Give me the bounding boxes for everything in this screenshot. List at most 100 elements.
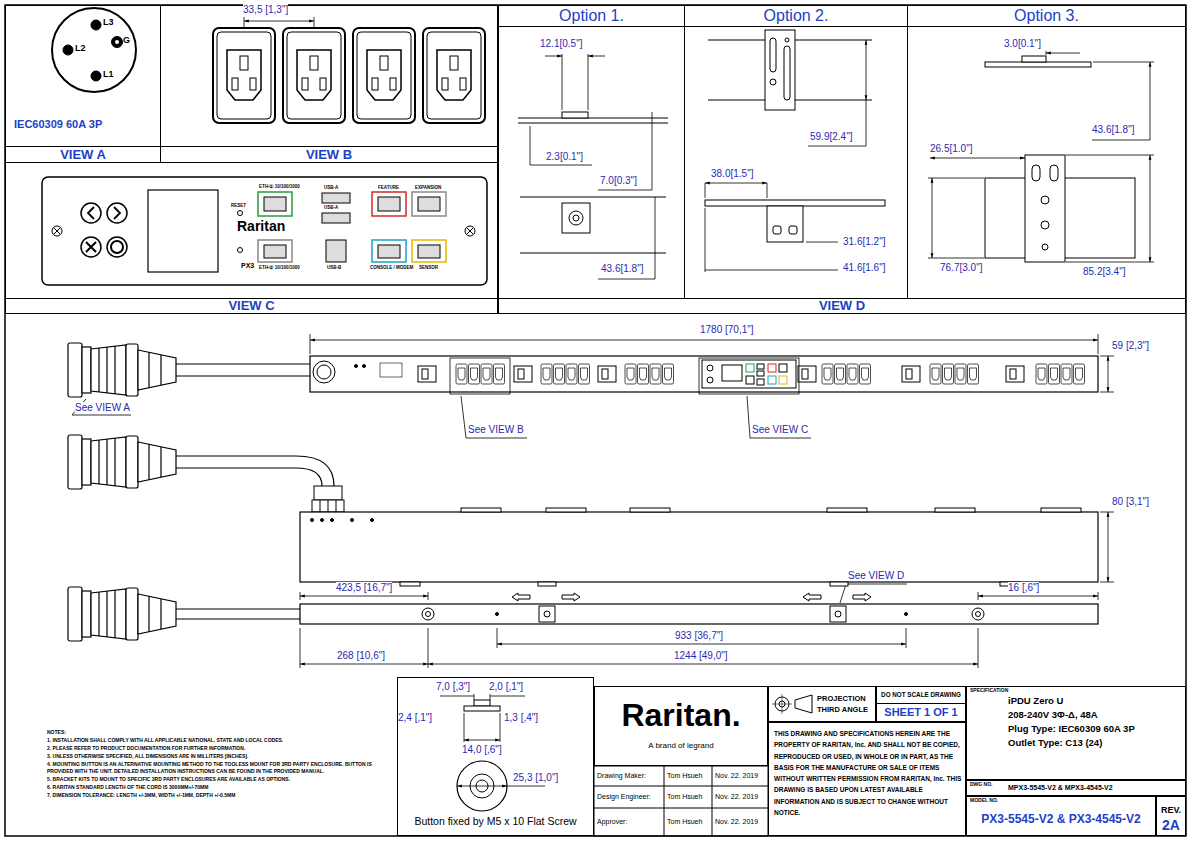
panel-marking: ETH-① 10/100/1000 [259,185,300,190]
pin-label: L3 [103,18,114,28]
callout-label: See VIEW B [468,424,524,435]
disclaimer-cell: THIS DRAWING AND SPECIFICATIONS HEREIN A… [768,722,966,836]
panel-marking: USB-A [324,186,338,191]
panel-marking: SENSOR [419,266,438,271]
dimension-label: 2.3[0.1"] [546,151,583,162]
pdu-front-view [68,343,1098,397]
model-number-cell: MODEL NO. PX3-5545-V2 & PX3-4545-V2 [966,796,1156,836]
dimension-label: 1780 [70,1"] [700,324,754,335]
option-2-figure [705,30,885,272]
rear-dimensions [300,592,1098,668]
node-text: Plug Type: IEC60309 60A 3P [1008,724,1135,735]
node-text: VIEW C [6,298,497,313]
panel-marking: USB-B [327,266,341,271]
panel-marking: PX3 [241,262,254,270]
dimension-label: 933 [36,7"] [675,630,723,641]
pin-label: L2 [75,44,86,54]
note-text: 3. UNLESS OTHERWISE SPECIFIED, ALL DIMEN… [47,753,392,760]
note-text: 1. INSTALLATION SHALL COMPLY WITH ALL AP… [47,737,392,744]
controller-panel [42,177,487,285]
panel-marking: EXPANSION [415,186,441,191]
detail-box: Button fixed by M5 x 10 Flat Screw [397,677,594,836]
dimension-label: 80 [3,1"] [1112,496,1149,507]
projection-cell: PROJECTION THIRD ANGLE [768,686,876,722]
node-text: MODEL NO. [970,798,998,804]
dimension-label: 26.5[1.0"] [930,143,972,154]
node-text: A brand of legrand [595,741,767,750]
dimension-label: 423,5 [16,7"] [336,582,392,593]
node-text: THIS DRAWING AND SPECIFICATIONS HEREIN A… [774,728,962,818]
node-text: 2A [1157,817,1185,833]
notes-heading: NOTES: [47,729,392,736]
option-1-figure [518,54,668,279]
dimension-label: 1,3 [,4"] [504,712,538,723]
table-cell: Tom Hsueh [667,793,702,801]
dimension-label: 25,3 [1,0"] [513,772,558,783]
dimension-label: 3.0[0.1"] [1004,38,1041,49]
pdu-side-view [68,435,1098,586]
node-text: Option 1. [499,6,684,27]
pin-label: G [123,36,130,46]
dimension-label: 41.6[1.6"] [843,262,885,273]
view-panel: VIEW A [5,5,161,163]
revision-cell: REV. 2A [1156,796,1186,836]
option-3-figure [928,51,1154,262]
table-cell: Design Engineer: [597,793,651,801]
drawing-number-cell: DWG NO. MPX3-5545-V2 & MPX3-4545-V2 [966,780,1186,796]
dimension-label: 14,0 [,6"] [462,744,502,755]
node-text: VIEW B [161,146,497,162]
node-text: Option 2. [685,6,907,27]
specification-cell: SPECIFICATIONiPDU Zero U208-240V 3Φ-Δ, 4… [966,686,1186,780]
note-text: 5. BRACKET KITS TO MOUNT TO SPECIFIC 3RD… [47,776,392,783]
dimension-label: 268 [10,6"] [337,650,385,661]
dimension-label: 2,0 [,1"] [489,681,523,692]
plug-type-label: IEC60309 60A 3P [14,118,102,130]
logo-cell: Raritan.A brand of legrand [594,686,768,766]
pdu-rear-view [68,587,1098,641]
node-text: 208-240V 3Φ-Δ, 48A [1008,710,1098,721]
panel-marking: ETH-② 10/100/1000 [259,266,300,271]
node-text: DWG NO. [970,782,993,788]
panel-marking: FEATURE [378,186,399,191]
outlet-row [213,17,485,123]
note-text: 4. MOUNTING BUTTON IS AN ALTERNATIVE MOU… [47,761,392,775]
dimension-label: 59 [2,3"] [1112,340,1149,351]
dimension-label: 2,4 [,1"] [398,712,432,723]
plug-face [52,8,136,92]
callout-label: See VIEW D [848,570,904,581]
dimension-label: 1244 [49,0"] [674,650,728,661]
panel-marking: CONSOLE / MODEM [370,266,413,271]
panel-marking: USB-A [324,206,338,211]
mounting-button [440,694,545,811]
dimension-label: 85.2[3.4"] [1083,266,1125,277]
node-text: PROJECTION THIRD ANGLE [817,693,873,715]
note-text: 6. RARITAN STANDARD LENGTH OF THE CORD I… [47,784,392,791]
pin-label: L1 [103,70,114,80]
node-text: Button fixed by M5 x 10 Flat Screw [398,815,593,827]
sheet-frame [5,5,1186,836]
note-text: 2. PLEASE REFER TO PRODUCT DOCUMENTATION… [47,745,392,752]
node-text: MPX3-5545-V2 & MPX3-4545-V2 [1008,784,1113,792]
table-cell: Nov. 22. 2019 [715,772,758,780]
dimension-label: 76.7[3.0"] [940,262,982,273]
node-text: VIEW A [6,146,160,162]
dimension-label: 12.1[0.5"] [540,38,582,49]
note-text: 7. DIMENSION TOLERANCE: LENGTH +/-3MM, W… [47,792,392,799]
node-text: Option 3. [908,6,1185,27]
dimension-label: 33,5 [1,3"] [243,4,288,15]
table-cell: Approver: [597,818,627,826]
table-cell: Nov. 22. 2019 [715,793,758,801]
view-panel: VIEW C [5,162,498,314]
dimension-label: 59.9[2.4"] [810,131,852,142]
node-text: PX3-5545-V2 & PX3-4545-V2 [967,813,1155,827]
table-cell: Tom Hsueh [667,772,702,780]
node-text: SHEET 1 OF 1 [877,703,965,721]
node-text: REV. [1157,805,1185,815]
dimension-label: 43.6[1.8"] [601,263,643,274]
node-text: SPECIFICATION [970,688,1008,694]
callout-label: See VIEW C [752,424,808,435]
node-text: VIEW D [499,298,1185,313]
option-panel: Option 1. [498,5,685,299]
scale-cell: DO NOT SCALE DRAWINGSHEET 1 OF 1 [876,686,966,722]
callout-label: See VIEW A [75,402,130,413]
